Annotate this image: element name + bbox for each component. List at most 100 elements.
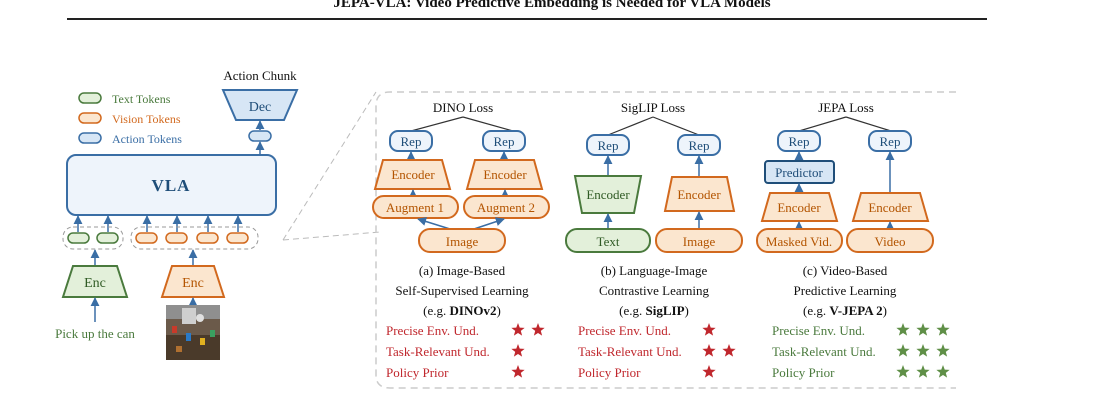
star-icon [916, 323, 930, 336]
text-token-group [62, 226, 124, 250]
jepa-predictor-label: Predictor [775, 165, 823, 180]
jepa-caption-2: Predictive Learning [794, 283, 897, 298]
legend-action-swatch [78, 132, 102, 144]
siglip-rating-label: Precise Env. Und. [578, 323, 671, 338]
instruction-text: Pick up the can [55, 326, 135, 341]
star-icon [896, 344, 910, 357]
panel-siglip: SigLIP Loss Rep Rep Encoder Encoder Text… [565, 100, 743, 380]
jepa-example: (e.g. V-JEPA 2) [803, 303, 887, 318]
legend-text-label: Text Tokens [112, 92, 171, 106]
jepa-masked-video-input [756, 228, 843, 253]
star-icon [511, 365, 525, 378]
siglip-loss-label: SigLIP Loss [621, 100, 685, 115]
legend-action-label: Action Tokens [112, 132, 182, 146]
dino-image-label: Image [446, 234, 479, 249]
dino-augment-1 [372, 195, 459, 219]
siglip-rep-left [586, 134, 630, 156]
dino-caption-2: Self-Supervised Learning [395, 283, 529, 298]
dino-rep-left [389, 130, 433, 152]
siglip-encoder-left [573, 175, 643, 214]
dec-label: Dec [249, 100, 272, 115]
siglip-ratings: Precise Env. Und. Task-Relevant Und. Polic… [578, 323, 736, 380]
star-icon [511, 344, 525, 357]
dino-caption-1: (a) Image-Based [419, 263, 506, 278]
siglip-encoder-right-label: Encoder [677, 187, 721, 202]
jepa-predictor [764, 160, 835, 184]
jepa-loss-tree [798, 116, 892, 132]
dino-example: (e.g. DINOv2) [423, 303, 501, 318]
siglip-rating-label: Task-Relevant Und. [578, 344, 682, 359]
jepa-rating-label: Policy Prior [772, 365, 835, 380]
star-icon [896, 365, 910, 378]
siglip-rating-label: Policy Prior [578, 365, 641, 380]
siglip-loss-tree [607, 116, 700, 136]
siglip-caption-2: Contrastive Learning [599, 283, 710, 298]
dino-encoder-right-label: Encoder [483, 167, 527, 182]
star-icon [916, 365, 930, 378]
dino-augment-2 [463, 195, 550, 219]
star-icon [936, 365, 950, 378]
star-icon [511, 323, 525, 336]
siglip-caption-1: (b) Language-Image [601, 263, 708, 278]
siglip-rep-right-label: Rep [689, 138, 710, 153]
jepa-rep-right [868, 130, 912, 152]
siglip-example: (e.g. SigLIP) [619, 303, 689, 318]
vla-label: VLA [152, 176, 191, 195]
legend-vision-label: Vision Tokens [112, 112, 181, 126]
dino-rating-label: Precise Env. Und. [386, 323, 479, 338]
dino-encoder-right [465, 159, 544, 190]
dino-loss-label: DINO Loss [433, 100, 493, 115]
dino-rep-right-label: Rep [494, 134, 515, 149]
siglip-text-input [565, 228, 651, 253]
jepa-encoder-left-label: Encoder [777, 200, 821, 215]
jepa-rep-right-label: Rep [880, 134, 901, 149]
siglip-encoder-right [663, 176, 736, 212]
legend: Text Tokens Vision Tokens Action Tokens [78, 92, 182, 146]
jepa-video-input [846, 228, 934, 253]
star-icon [722, 344, 736, 357]
vla-block [66, 154, 277, 216]
legend-vision-swatch [78, 112, 102, 124]
text-encoder-label: Enc [84, 276, 106, 291]
jepa-encoder-right-label: Encoder [868, 200, 912, 215]
vision-token [196, 232, 219, 244]
jepa-rep-left-label: Rep [789, 134, 810, 149]
siglip-rep-right [677, 134, 721, 156]
siglip-image-label: Image [683, 234, 716, 249]
dino-rep-right [482, 130, 526, 152]
robot-scene-image [166, 305, 220, 360]
text-encoder-block [61, 265, 129, 298]
siglip-image-input [655, 228, 743, 253]
jepa-encoder-left [760, 192, 839, 222]
star-icon [531, 323, 545, 336]
vision-token [226, 232, 249, 244]
legend-text-swatch [78, 92, 102, 104]
dino-rating-label: Task-Relevant Und. [386, 344, 490, 359]
star-icon [936, 323, 950, 336]
dino-augment-2-label: Augment 2 [477, 200, 535, 215]
dino-rep-left-label: Rep [401, 134, 422, 149]
vision-encoder-block [160, 265, 226, 298]
dino-encoder-left-label: Encoder [391, 167, 435, 182]
jepa-encoder-right [851, 192, 930, 222]
vision-token [135, 232, 158, 244]
header-title: JEPA-VLA: Video Predictive Embedding is … [333, 0, 771, 11]
text-token [96, 232, 119, 244]
jepa-masked-video-label: Masked Vid. [766, 234, 832, 249]
panel-dashed-border [375, 91, 956, 389]
dino-arrow [473, 217, 505, 230]
connector-top [282, 91, 377, 241]
dino-loss-tree [410, 116, 514, 132]
header-rule [67, 18, 987, 20]
vision-token [165, 232, 188, 244]
connector-bottom [282, 231, 381, 241]
panel-dino: DINO Loss Rep Rep Encoder Encoder Augmen… [372, 100, 550, 380]
jepa-rep-left [777, 130, 821, 152]
star-icon [702, 344, 716, 357]
dino-encoder-left [373, 159, 452, 190]
dec-block [221, 89, 299, 121]
jepa-rating-label: Task-Relevant Und. [772, 344, 876, 359]
dino-arrow [417, 217, 451, 230]
dino-rating-label: Policy Prior [386, 365, 449, 380]
